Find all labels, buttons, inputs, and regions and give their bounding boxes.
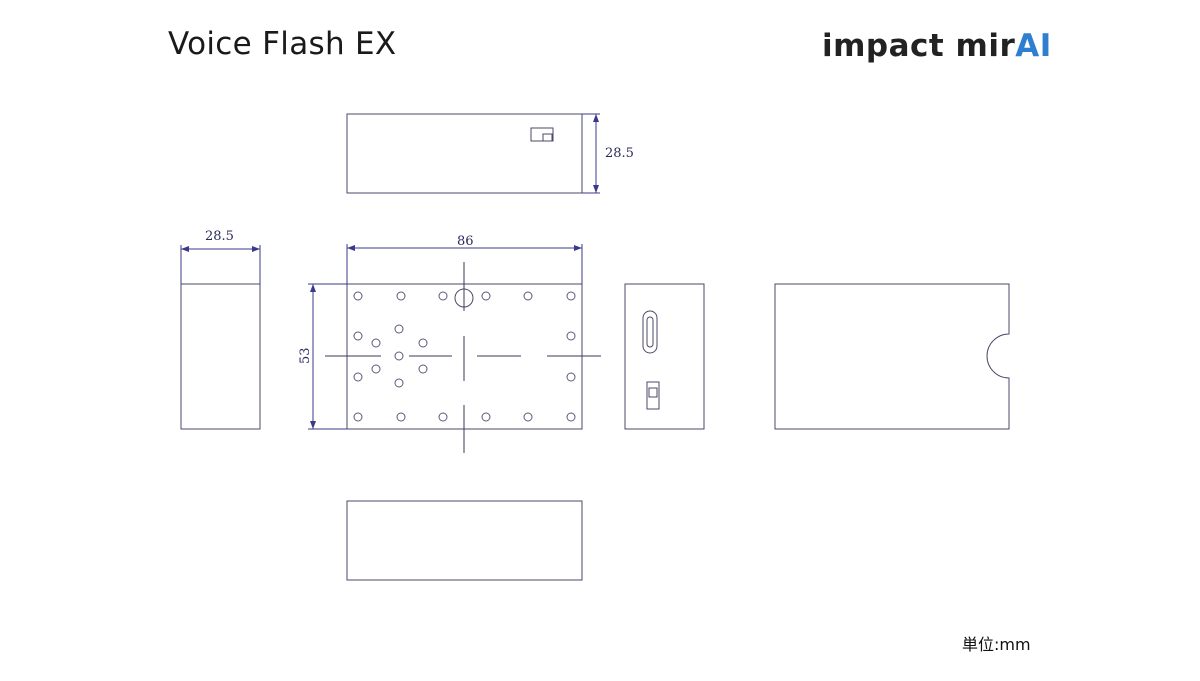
- top-view-switch-outline: [530, 127, 554, 142]
- hole: [566, 331, 576, 341]
- hole: [566, 412, 576, 422]
- hole: [566, 372, 576, 382]
- arrowhead: [593, 114, 599, 122]
- hole: [481, 291, 491, 301]
- arrowhead: [252, 246, 260, 252]
- right-view-outline: [624, 283, 705, 430]
- hole: [371, 364, 381, 374]
- logo-text: impact mir: [822, 28, 1016, 64]
- usb-port-inner: [646, 316, 654, 348]
- hole: [523, 291, 533, 301]
- front-view-holes: [353, 291, 576, 422]
- hole: [418, 338, 428, 348]
- center-lines: [325, 262, 601, 453]
- side-switch-outline: [646, 381, 660, 410]
- logo-accent-text: AI: [1015, 28, 1052, 64]
- arrowhead: [310, 421, 316, 429]
- dimension-lines: [180, 113, 600, 430]
- arrowhead: [593, 185, 599, 193]
- hole: [481, 412, 491, 422]
- dimension-top-height: 28.5: [605, 146, 634, 161]
- hole: [353, 412, 363, 422]
- top-view-outline: [346, 113, 583, 194]
- dimension-front-height: 53: [298, 347, 313, 364]
- hole: [353, 291, 363, 301]
- arrowhead: [574, 245, 582, 251]
- brand-logo: impact mirAI: [822, 28, 1052, 64]
- hole: [396, 291, 406, 301]
- hole: [353, 372, 363, 382]
- side-switch-knob: [648, 387, 658, 398]
- hole: [418, 364, 428, 374]
- unit-label: 単位:mm: [962, 635, 1031, 654]
- hole: [394, 324, 404, 334]
- arrowhead: [310, 284, 316, 292]
- hole: [353, 331, 363, 341]
- hole: [371, 338, 381, 348]
- usb-port-outline: [642, 310, 658, 354]
- hole: [396, 412, 406, 422]
- page-title: Voice Flash EX: [168, 26, 397, 62]
- bottom-view-outline: [346, 500, 583, 581]
- hole: [523, 412, 533, 422]
- top-view-switch-knob: [542, 133, 553, 142]
- dimension-arrows: [181, 114, 599, 429]
- hole: [394, 351, 404, 361]
- hole: [566, 291, 576, 301]
- hole: [394, 378, 404, 388]
- arrowhead: [347, 245, 355, 251]
- hole: [438, 291, 448, 301]
- dimension-front-width: 86: [457, 234, 474, 249]
- hole: [438, 412, 448, 422]
- back-view-outline: [774, 283, 1010, 430]
- arrowhead: [181, 246, 189, 252]
- dimension-side-width: 28.5: [205, 229, 234, 244]
- left-view-outline: [180, 283, 261, 430]
